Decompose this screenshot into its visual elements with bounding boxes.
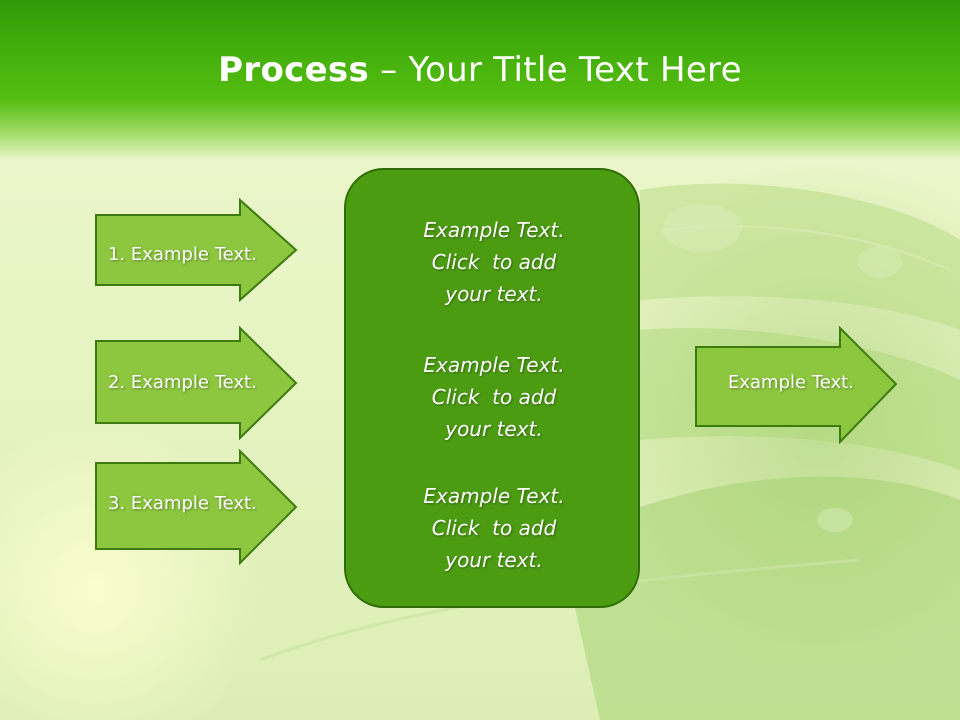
process-text-3[interactable]: Example Text. Click to add your text.: [346, 480, 642, 576]
title-rest: – Your Title Text Here: [369, 50, 742, 90]
water-drop: [817, 508, 853, 532]
step-arrow-1[interactable]: [94, 198, 300, 302]
water-drop: [858, 246, 902, 278]
step-label-3: 3. Example Text.: [108, 493, 257, 514]
process-text-line: Click to add: [431, 516, 557, 540]
output-arrow[interactable]: [694, 326, 900, 444]
process-text-line: your text.: [445, 282, 543, 306]
process-text-line: your text.: [445, 417, 543, 441]
page-title: Process – Your Title Text Here: [0, 50, 960, 90]
process-box[interactable]: Example Text. Click to add your text. Ex…: [344, 168, 640, 608]
step-arrow-2[interactable]: [94, 326, 300, 440]
step-label-1: 1. Example Text.: [108, 244, 257, 265]
output-label: Example Text.: [728, 372, 854, 393]
process-text-line: Example Text.: [423, 218, 565, 242]
process-text-line: Click to add: [431, 385, 557, 409]
title-bold: Process: [218, 50, 370, 90]
step-arrow-3[interactable]: [94, 449, 300, 565]
process-text-line: Click to add: [431, 250, 557, 274]
water-drop: [662, 204, 742, 252]
process-text-line: Example Text.: [423, 484, 565, 508]
process-text-2[interactable]: Example Text. Click to add your text.: [346, 349, 642, 445]
process-text-line: your text.: [445, 548, 543, 572]
title-band: [0, 0, 960, 160]
process-text-1[interactable]: Example Text. Click to add your text.: [346, 214, 642, 310]
process-text-line: Example Text.: [423, 353, 565, 377]
step-label-2: 2. Example Text.: [108, 372, 257, 393]
